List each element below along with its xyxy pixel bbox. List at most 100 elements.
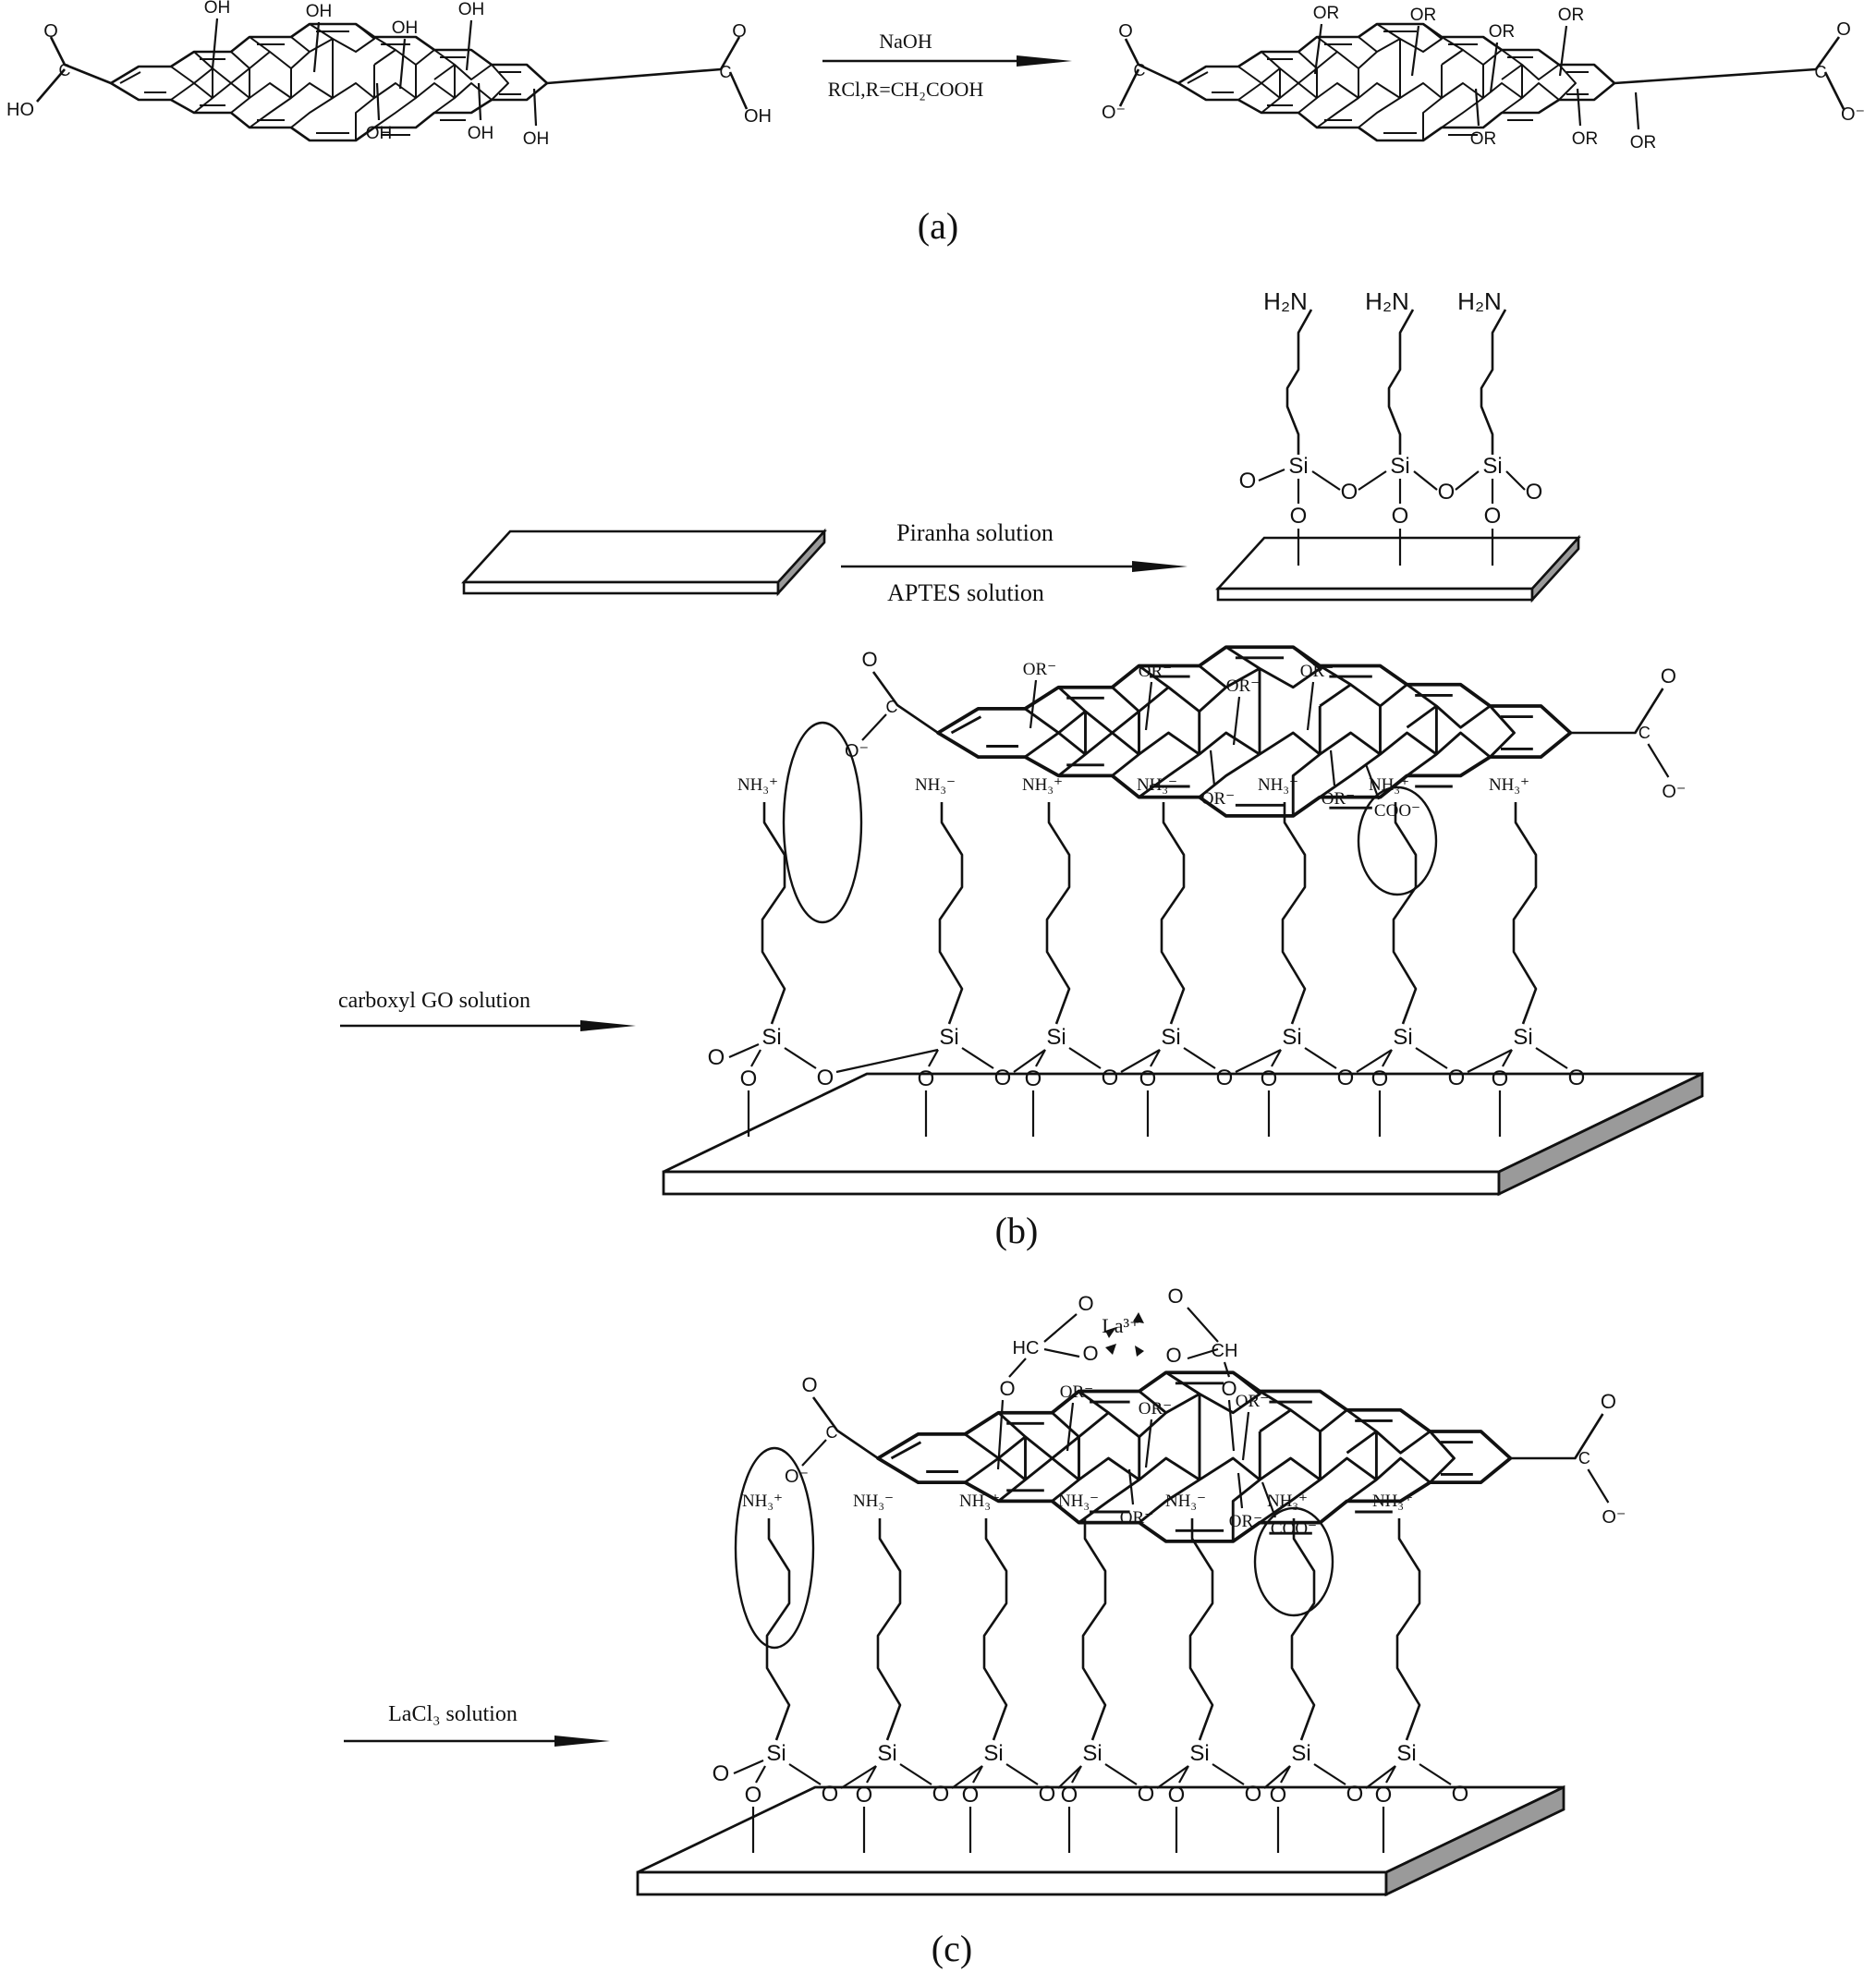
- c-alkyl-chain-2: [982, 1518, 1008, 1741]
- arrow-head: [554, 1736, 610, 1747]
- aptes-o-mid1-bonds: [1311, 470, 1387, 491]
- aptes-amine-1: H₂N: [1365, 287, 1409, 315]
- hydroxyl-bond-top-0: [211, 18, 219, 69]
- b-si-o-bond-4: [1271, 1049, 1282, 1067]
- complex-o-1: O: [1082, 1342, 1098, 1365]
- b-ammonium-6: NH₃⁺: [1489, 775, 1529, 795]
- or-bond-bottom-2: [1634, 91, 1640, 130]
- complex-ring-bonds: [1043, 1307, 1219, 1360]
- c-alkyl-chain-5: [1290, 1518, 1316, 1741]
- c-si-3: Si: [1082, 1741, 1102, 1766]
- hydroxyl-bond-bottom-2: [532, 88, 538, 127]
- b-alkyl-chain-5: [1392, 802, 1418, 1025]
- b-ammonium-4: NH₃⁻: [1258, 775, 1298, 795]
- c-bridge-bond-2: [1005, 1763, 1039, 1785]
- or-bottom-2: OR: [1630, 133, 1657, 152]
- b-edge-o-bond: [728, 1042, 760, 1059]
- b-si-4: Si: [1282, 1025, 1301, 1050]
- complex-o-2: O: [1167, 1285, 1183, 1308]
- glass-slide-bare: [462, 530, 826, 595]
- c-bridge-bond2-4: [1263, 1765, 1291, 1789]
- c-right-carboxyl-o: O: [1601, 1390, 1616, 1413]
- c-or-bottom-bond-0: [1127, 1468, 1135, 1505]
- hydroxyl-top-3: OH: [458, 0, 485, 19]
- or-top-1: OR: [1410, 6, 1437, 25]
- carboxylate-c-right: C: [1815, 63, 1827, 81]
- c-right-carboxyl-bond: [1510, 1413, 1604, 1460]
- aptes-si-2: Si: [1482, 454, 1502, 479]
- aptes-amine-0: H₂N: [1263, 287, 1308, 315]
- reaction-arrow-b1: [841, 561, 1188, 572]
- glass-slide-aptes: [1216, 536, 1580, 602]
- aptes-o-right-bond: [1505, 470, 1526, 491]
- aptes-chain-1: [1387, 309, 1415, 455]
- c-bridge-o-4: O: [1245, 1782, 1262, 1807]
- or-bond-top-0: [1313, 23, 1323, 75]
- b-lower-o-4: O: [1261, 1066, 1278, 1091]
- b-or-top-bond-0: [1029, 679, 1038, 729]
- b-or-top-3: OR⁻: [1300, 662, 1334, 681]
- b-si-5: Si: [1393, 1025, 1412, 1050]
- hydroxyl-top-0: OH: [204, 0, 231, 18]
- c-glass-slide-edge: [636, 1870, 1388, 1896]
- c-bridge-bond2-3: [1156, 1765, 1189, 1789]
- b-right-carboxyl-c: C: [1638, 724, 1651, 742]
- acid-ho-label: HO: [6, 100, 34, 120]
- c-ammonium-4: NH₃⁻: [1165, 1492, 1206, 1511]
- b-bridge-bond2-1: [1013, 1049, 1046, 1073]
- b-coo-label: COO⁻: [1374, 801, 1420, 821]
- b-ammonium-2: NH₃⁺: [1022, 775, 1063, 795]
- c-bridge-bond-0: [788, 1763, 822, 1785]
- c-coo-bond: [1261, 1481, 1277, 1518]
- b-lower-o-1: O: [918, 1066, 935, 1091]
- b-bridge-bond-1: [961, 1047, 994, 1069]
- b-alkyl-chain-0: [761, 802, 786, 1025]
- b-or-top-bond-3: [1306, 681, 1315, 731]
- step-carboxyl-go-label: carboxyl GO solution: [338, 989, 530, 1013]
- c-lower-o-1: O: [856, 1783, 873, 1808]
- c-or-bottom-bond-1: [1236, 1472, 1244, 1509]
- hydroxyl-top-2: OH: [392, 18, 419, 38]
- b-si-o-bond-5: [1382, 1049, 1393, 1067]
- b-bridge-o-0: O: [817, 1066, 834, 1090]
- c-right-carboxyl-o2-bond: [1587, 1468, 1610, 1504]
- coord-arrow-3: [1105, 1344, 1116, 1355]
- c-or-top-2: OR⁻: [1236, 1392, 1269, 1411]
- acid-bond-left: [49, 36, 112, 85]
- c-si-o-bond-6: [1385, 1765, 1396, 1784]
- c-lower-o-4: O: [1168, 1783, 1186, 1808]
- step-piranha-label: Piranha solution: [896, 519, 1054, 546]
- aptes-o-right: O: [1526, 480, 1543, 505]
- c-alkyl-chain-3: [1081, 1518, 1107, 1741]
- c-alkyl-chain-6: [1395, 1518, 1421, 1741]
- c-left-carboxyl-bond: [811, 1396, 879, 1460]
- or-bottom-0: OR: [1470, 129, 1497, 149]
- b-bridge-o-4: O: [1337, 1066, 1355, 1090]
- c-or-top-1: OR⁻: [1139, 1399, 1172, 1419]
- b-or-bottom-bond-1: [1329, 749, 1336, 786]
- or-bond-bottom-1: [1576, 88, 1582, 127]
- b-bridge-o-6: O: [1568, 1066, 1586, 1090]
- carbonyl-carbon-right: C: [720, 63, 732, 81]
- c-alkyl-chain-1: [876, 1518, 902, 1741]
- c-si-o-bond-0: [755, 1765, 766, 1784]
- c-bridge-o-5: O: [1346, 1782, 1364, 1807]
- c-bridge-bond2-2: [1057, 1765, 1082, 1789]
- b-si-3: Si: [1161, 1025, 1180, 1050]
- b-interaction-ellipse-right: [1357, 786, 1438, 896]
- b-or-bottom-0: OR⁻: [1201, 789, 1235, 809]
- b-si-o-bond-6: [1502, 1049, 1513, 1067]
- complex-ch-label: CH: [1212, 1341, 1238, 1361]
- carbonyl-oxygen-left: O: [43, 21, 58, 42]
- c-alkyl-chain-0: [765, 1518, 791, 1741]
- b-bridge-bond2-2: [1120, 1049, 1161, 1073]
- carboxylate-bond-right-low: [1823, 71, 1846, 110]
- reagent-rcl: RCl,R=CH₂COOH: [828, 78, 984, 101]
- b-or-top-0: OR⁻: [1023, 660, 1056, 679]
- c-bridge-o-2: O: [1039, 1782, 1056, 1807]
- acid-oh-bond-right: [728, 71, 749, 110]
- panel-c-label: (c): [932, 1928, 972, 1969]
- b-lower-o-5: O: [1371, 1066, 1389, 1091]
- carboxylate-bond-right: [1614, 36, 1841, 85]
- c-alkyl-chain-4: [1188, 1518, 1214, 1741]
